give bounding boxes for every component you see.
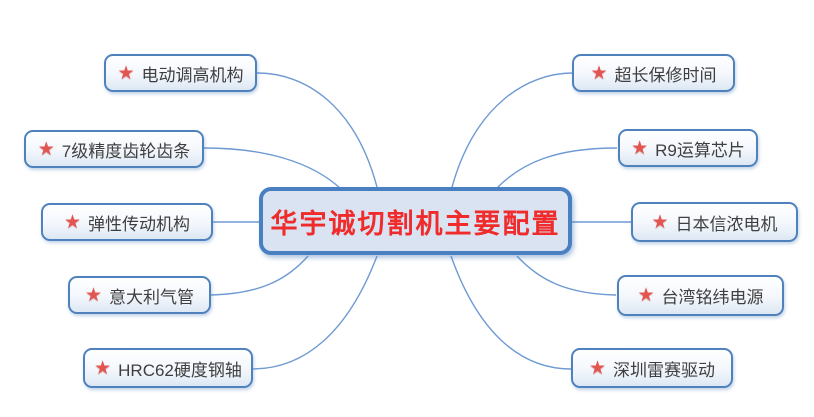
branch-label: 7级精度齿轮齿条 <box>61 141 191 161</box>
branch-node-left-1[interactable]: ★ 电动调高机构 <box>104 54 257 92</box>
star-icon: ★ <box>63 211 82 233</box>
connector-right-1 <box>495 147 618 190</box>
connector-left-0 <box>256 72 378 188</box>
branch-node-left-5[interactable]: ★ HRC62硬度钢轴 <box>83 348 253 388</box>
branch-node-right-1[interactable]: ★ 超长保修时间 <box>572 54 735 92</box>
star-icon: ★ <box>588 357 607 379</box>
central-topic-label: 华宇诚切割机主要配置 <box>270 208 561 239</box>
branch-node-right-4[interactable]: ★ 台湾铭纬电源 <box>617 275 784 316</box>
star-icon: ★ <box>651 211 669 233</box>
connector-right-4 <box>450 255 572 370</box>
branch-node-right-5[interactable]: ★ 深圳雷赛驱动 <box>571 348 733 388</box>
branch-label: R9运算芯片 <box>655 140 745 160</box>
branch-label: 超长保修时间 <box>614 65 717 85</box>
star-icon: ★ <box>84 284 103 306</box>
branch-label: 日本信浓电机 <box>675 214 778 234</box>
branch-label: HRC62硬度钢轴 <box>118 360 242 380</box>
branch-node-left-4[interactable]: ★ 意大利气管 <box>68 276 211 314</box>
branch-label: 台湾铭纬电源 <box>661 288 764 307</box>
connector-right-3 <box>516 255 617 296</box>
star-icon: ★ <box>631 137 649 159</box>
star-icon: ★ <box>590 62 608 84</box>
star-icon: ★ <box>117 62 135 84</box>
branch-node-right-3[interactable]: ★ 日本信浓电机 <box>631 202 798 242</box>
branch-label: 深圳雷赛驱动 <box>613 360 716 380</box>
star-icon: ★ <box>637 285 655 306</box>
branch-label: 意大利气管 <box>109 287 195 307</box>
star-icon: ★ <box>94 357 112 379</box>
branch-label: 电动调高机构 <box>141 65 244 85</box>
branch-node-left-2[interactable]: ★ 7级精度齿轮齿条 <box>24 130 204 168</box>
branch-label: 弹性传动机构 <box>88 214 191 234</box>
branch-node-left-3[interactable]: ★ 弹性传动机构 <box>41 203 213 241</box>
connector-left-1 <box>203 147 342 190</box>
central-topic-node[interactable]: 华宇诚切割机主要配置 <box>259 187 572 255</box>
connector-right-0 <box>451 72 574 188</box>
connector-left-4 <box>251 255 378 370</box>
branch-node-right-2[interactable]: ★ R9运算芯片 <box>618 129 758 167</box>
connector-left-3 <box>209 255 309 296</box>
star-icon: ★ <box>37 138 55 160</box>
